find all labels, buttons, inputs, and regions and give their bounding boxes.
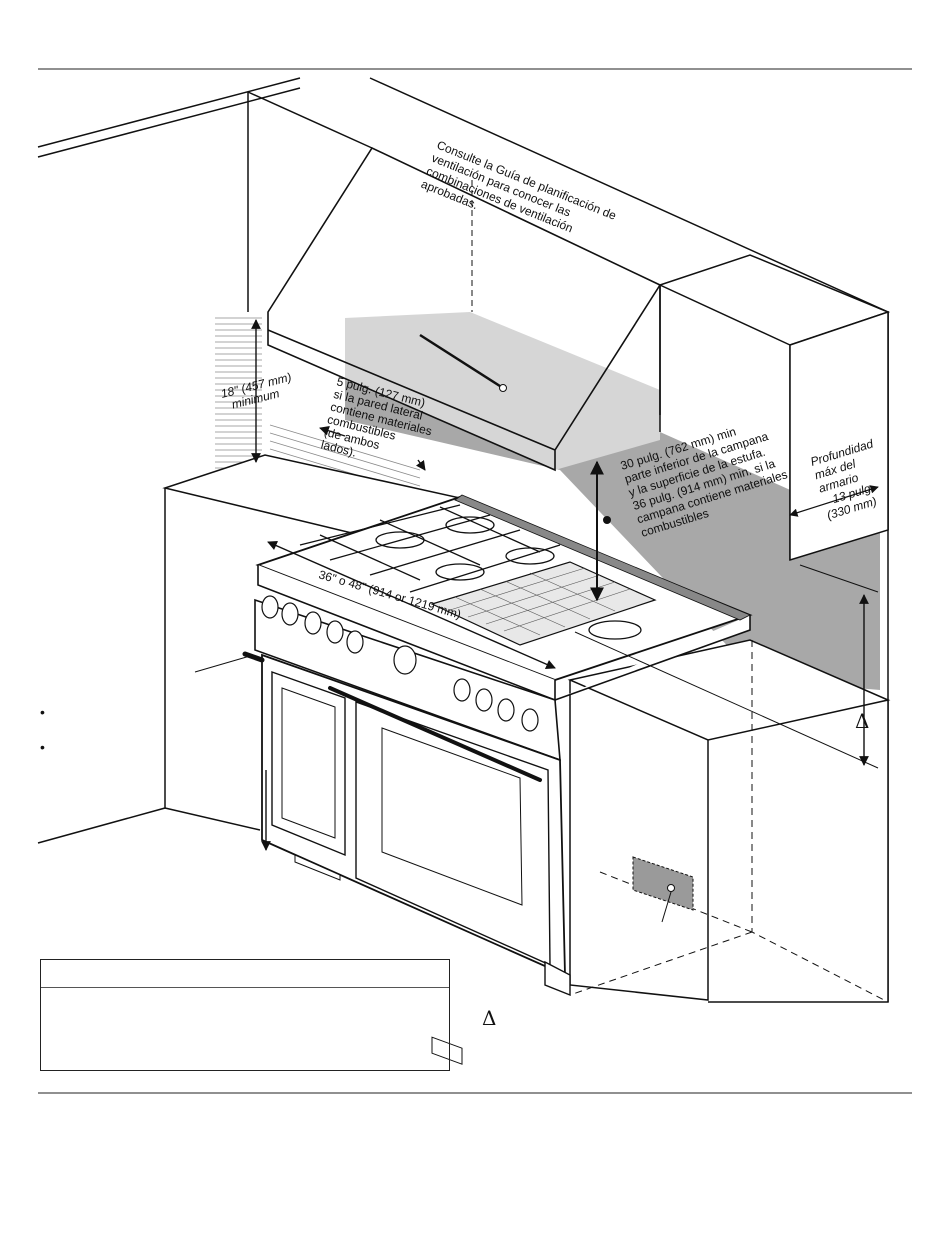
oven-handle-left xyxy=(242,651,265,663)
electrical-outlet-marker xyxy=(632,856,694,911)
dim-side-wall xyxy=(319,426,346,437)
delta-symbol: Δ xyxy=(482,1006,497,1030)
note-box xyxy=(40,959,450,1071)
left-leader xyxy=(194,655,251,673)
bullet-dot-2: • xyxy=(40,739,45,755)
side-wall-callout: 5 pulg. (127 mm) si la pared lateral con… xyxy=(320,374,434,459)
dim-delta-ext-top xyxy=(799,564,879,593)
bullet-dot-1: • xyxy=(40,704,45,720)
hood-duct xyxy=(247,91,373,312)
wall-top-edge xyxy=(37,77,301,158)
cabinet-dashes xyxy=(569,640,889,1003)
dim-width xyxy=(267,541,556,669)
hood-gap-dot xyxy=(603,516,611,524)
outlet-dot xyxy=(667,884,675,892)
min-height-callout: 18" (457 mm) minimum xyxy=(219,370,293,412)
delta-symbol-dim: Δ xyxy=(855,709,869,733)
dim-cabinet-depth xyxy=(789,485,879,517)
right-cabinet xyxy=(567,639,891,1003)
dim-side-wall-right xyxy=(415,459,426,471)
oven-handle-right xyxy=(328,686,542,782)
note-box-header xyxy=(41,960,449,988)
left-cabinet-edge xyxy=(164,807,261,831)
upper-cabinet-front xyxy=(789,310,889,562)
dim-delta-ext-bot xyxy=(574,631,879,769)
hood-light xyxy=(419,333,504,390)
outlet-leader xyxy=(661,891,672,923)
hood-light-dot xyxy=(499,384,507,392)
